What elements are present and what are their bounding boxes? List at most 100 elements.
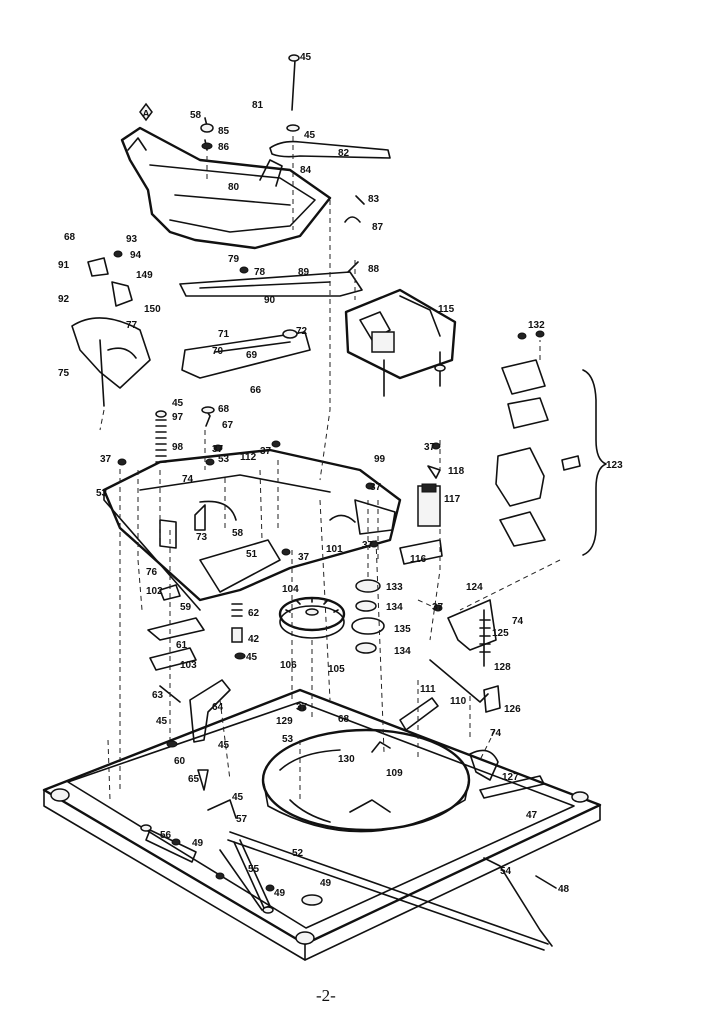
callout-125: 125	[492, 628, 509, 639]
callout-63: 63	[152, 690, 164, 701]
callout-59: 59	[180, 602, 192, 613]
callout-62: 62	[248, 608, 260, 619]
callout-118: 118	[448, 466, 465, 477]
callout-97: 97	[172, 412, 184, 423]
callout-45: 45	[156, 716, 168, 727]
callout-81: 81	[252, 100, 264, 111]
callout-88: 88	[368, 264, 380, 275]
callout-123: 123	[606, 460, 623, 471]
view-marker-label: A	[142, 109, 149, 120]
callout-68: 68	[218, 404, 230, 415]
callout-87: 87	[372, 222, 384, 233]
top-arm-plate	[120, 102, 332, 250]
callout-49: 49	[192, 838, 204, 849]
callout-37: 37	[424, 442, 436, 453]
callout-45: 45	[304, 130, 316, 141]
callout-102: 102	[146, 586, 163, 597]
callout-82: 82	[338, 148, 350, 159]
main-deck-plate	[102, 448, 402, 611]
callout-65: 65	[188, 774, 200, 785]
screw-marks	[113, 250, 545, 892]
callout-37: 37	[432, 602, 444, 613]
callout-64: 64	[212, 702, 224, 713]
callout-130: 130	[338, 754, 355, 765]
callout-67: 67	[222, 420, 234, 431]
callout-61: 61	[176, 640, 188, 651]
callout-37: 37	[296, 702, 308, 713]
callout-37: 37	[212, 444, 224, 455]
callout-150: 150	[144, 304, 161, 315]
callout-71: 71	[218, 329, 230, 340]
callout-89: 89	[298, 267, 310, 278]
callout-77: 77	[126, 320, 138, 331]
callout-85: 85	[218, 126, 230, 137]
callout-124: 124	[466, 582, 483, 593]
callout-128: 128	[494, 662, 511, 673]
callout-149: 149	[136, 270, 153, 281]
leader-lines	[99, 136, 561, 801]
callout-70: 70	[212, 346, 224, 357]
callout-112: 112	[240, 452, 257, 463]
callout-45: 45	[218, 740, 230, 751]
callout-135: 135	[394, 624, 411, 635]
platter-well	[261, 728, 471, 833]
callout-37: 37	[260, 446, 272, 457]
callout-90: 90	[264, 295, 276, 306]
callout-37: 37	[100, 454, 112, 465]
callout-134: 134	[394, 646, 411, 657]
callout-74: 74	[512, 616, 524, 627]
callout-132: 132	[528, 320, 545, 331]
callout-49: 49	[274, 888, 286, 899]
callout-76: 76	[146, 567, 158, 578]
callout-127: 127	[502, 772, 519, 783]
callout-115: 115	[438, 304, 455, 315]
callout-80: 80	[228, 182, 240, 193]
callout-83: 83	[368, 194, 380, 205]
callout-37: 37	[370, 482, 382, 493]
callout-42: 42	[248, 634, 260, 645]
callout-78: 78	[254, 267, 266, 278]
callout-93: 93	[126, 234, 138, 245]
callout-99: 99	[374, 454, 386, 465]
callout-51: 51	[246, 549, 258, 560]
linkages	[227, 831, 557, 951]
callout-57: 57	[236, 814, 248, 825]
callout-52: 52	[292, 848, 304, 859]
callout-66: 66	[250, 385, 262, 396]
callout-75: 75	[58, 368, 70, 379]
callout-109: 109	[386, 768, 403, 779]
arm-assembly-75	[71, 257, 151, 407]
callout-91: 91	[58, 260, 70, 271]
callout-103: 103	[180, 660, 197, 671]
callout-116: 116	[410, 554, 427, 565]
page-number: -2-	[316, 986, 336, 1005]
main-gear-104	[278, 579, 385, 654]
callout-68: 68	[338, 714, 350, 725]
callout-104: 104	[282, 584, 299, 595]
callout-55: 55	[248, 864, 260, 875]
callout-58: 58	[190, 110, 202, 121]
springs-and-posts	[155, 406, 246, 660]
top-spindle	[200, 54, 391, 223]
callout-72: 72	[296, 326, 308, 337]
callout-94: 94	[130, 250, 142, 261]
base-chassis	[42, 688, 602, 961]
callout-133: 133	[386, 582, 403, 593]
switch-parts	[399, 465, 443, 565]
callout-79: 79	[228, 254, 240, 265]
callout-37: 37	[362, 540, 374, 551]
callout-105: 105	[328, 664, 345, 675]
slide-lever	[179, 261, 363, 297]
callout-45: 45	[246, 652, 258, 663]
bracket-69	[181, 329, 311, 379]
callout-73: 73	[196, 532, 208, 543]
callout-86: 86	[218, 142, 230, 153]
callout-106: 106	[280, 660, 297, 671]
callout-53: 53	[282, 734, 294, 745]
callout-49: 49	[320, 878, 332, 889]
callout-74: 74	[182, 474, 194, 485]
callout-84: 84	[300, 165, 312, 176]
motor-assembly-115	[344, 288, 457, 397]
